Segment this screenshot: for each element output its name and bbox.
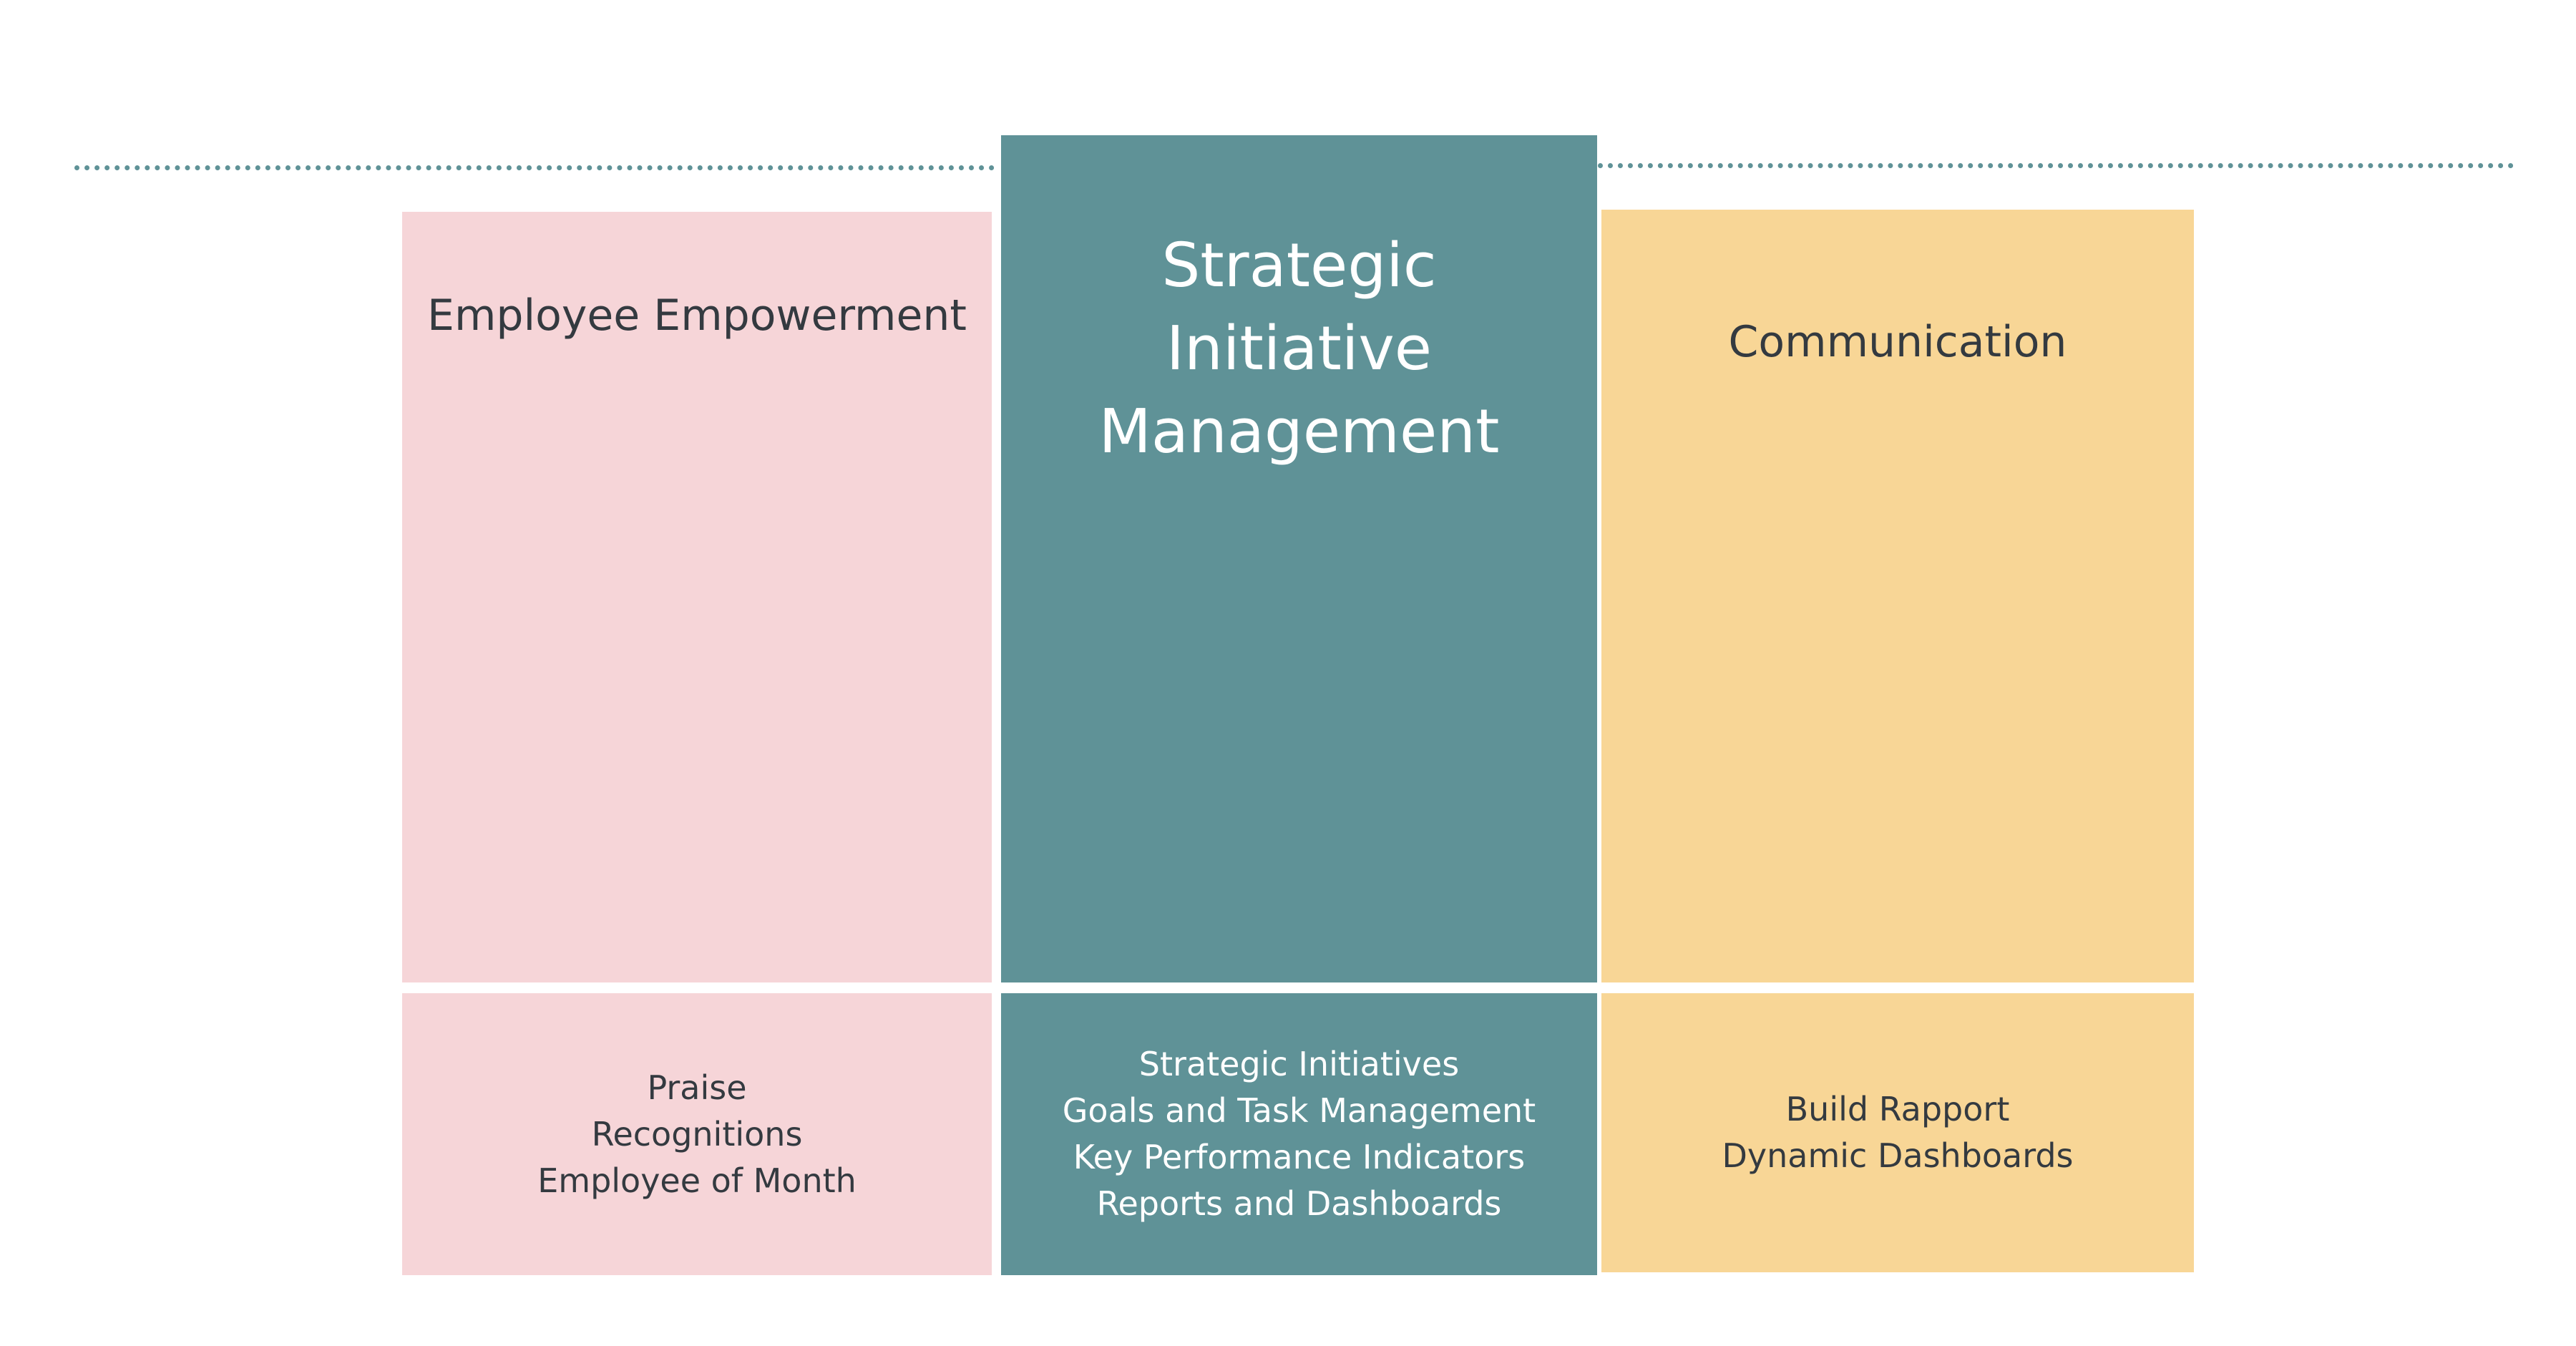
list-item: Reports and Dashboards: [1096, 1184, 1502, 1223]
communication-header-block: Communication: [1601, 210, 2194, 982]
communication-title: Communication: [1728, 317, 2067, 367]
employee-empowerment-title: Employee Empowerment: [427, 291, 967, 341]
strategic-initiative-management-items-block: Strategic Initiatives Goals and Task Man…: [1001, 993, 1597, 1275]
list-item: Dynamic Dashboards: [1722, 1136, 2074, 1175]
list-item: Strategic Initiatives: [1138, 1045, 1460, 1083]
title-line: Strategic: [1161, 230, 1437, 301]
employee-empowerment-header-block: Employee Empowerment: [402, 212, 992, 982]
employee-empowerment-items-block: Praise Recognitions Employee of Month: [402, 993, 992, 1275]
dotted-divider-right: [1598, 163, 2514, 168]
strategic-initiative-management-header-block: Strategic Initiative Management: [1001, 135, 1597, 982]
list-item: Employee of Month: [537, 1161, 857, 1200]
list-item: Key Performance Indicators: [1073, 1138, 1526, 1176]
communication-items-block: Build Rapport Dynamic Dashboards: [1601, 993, 2194, 1272]
list-item: Recognitions: [591, 1114, 803, 1154]
list-item: Build Rapport: [1785, 1090, 2010, 1128]
list-item: Praise: [647, 1068, 747, 1107]
title-line: Management: [1098, 396, 1500, 467]
title-line: Initiative: [1166, 313, 1433, 384]
strategic-initiative-management-title: Strategic Initiative Management: [1099, 225, 1500, 982]
list-item: Goals and Task Management: [1062, 1091, 1536, 1130]
dotted-divider-left: [74, 165, 995, 170]
